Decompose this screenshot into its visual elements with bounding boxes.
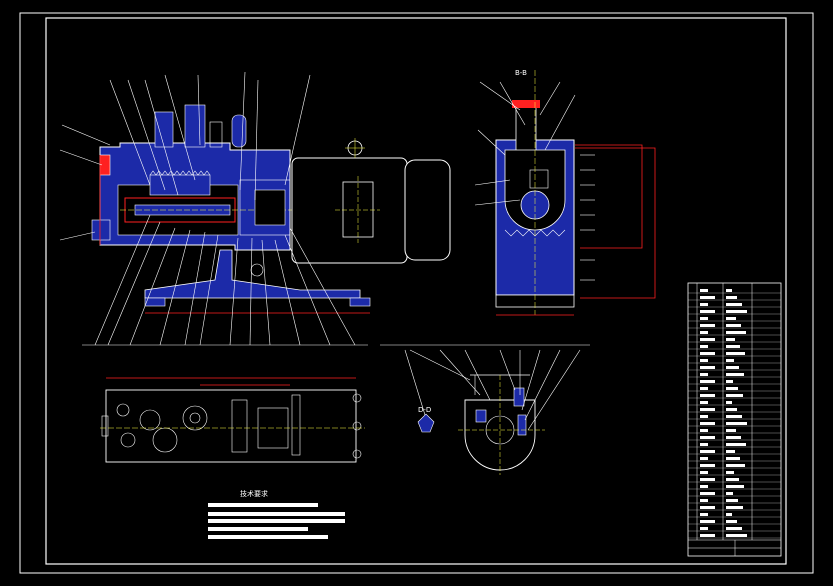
parts-row-mark: [700, 415, 708, 418]
parts-row-mark: [700, 520, 715, 523]
technical-notes: [208, 503, 345, 539]
parts-row-mark: [700, 478, 715, 481]
parts-row-mark: [700, 401, 708, 404]
parts-row-mark: [700, 436, 715, 439]
parts-row-mark: [726, 464, 745, 467]
notes-title: 技术要求: [240, 489, 268, 498]
detail-view-leaders: [380, 344, 590, 431]
parts-row-mark: [726, 373, 744, 376]
parts-row-mark: [700, 499, 708, 502]
front-view-leaders: [59, 71, 368, 346]
parts-row-mark: [700, 513, 708, 516]
parts-row-mark: [700, 289, 708, 292]
parts-row-mark: [700, 310, 715, 313]
detail-view: [458, 374, 545, 475]
parts-row-mark: [700, 387, 708, 390]
section-label: B-B: [515, 69, 527, 77]
parts-list: [687, 282, 782, 557]
parts-list-rows: [688, 289, 781, 539]
parts-row-mark: [726, 338, 735, 341]
front-view: [91, 104, 451, 314]
parts-row-mark: [700, 443, 708, 446]
parts-row-mark: [726, 506, 743, 509]
plan-view: [100, 377, 365, 463]
parts-row-mark: [700, 450, 715, 453]
parts-row-mark: [726, 366, 739, 369]
parts-row-mark: [726, 471, 734, 474]
parts-row-mark: [700, 324, 715, 327]
parts-row-mark: [700, 345, 708, 348]
parts-row-mark: [700, 422, 715, 425]
parts-row-mark: [726, 429, 736, 432]
inner-frame: [45, 17, 787, 565]
parts-row-mark: [726, 436, 741, 439]
parts-row-mark: [726, 443, 746, 446]
parts-row-mark: [700, 506, 715, 509]
parts-row-mark: [700, 457, 708, 460]
parts-row-mark: [726, 345, 740, 348]
parts-row-mark: [700, 331, 708, 334]
parts-row-mark: [700, 296, 715, 299]
parts-row-mark: [726, 478, 739, 481]
parts-row-mark: [700, 394, 715, 397]
parts-row-mark: [700, 471, 708, 474]
detail-small: [404, 349, 435, 433]
parts-row-mark: [726, 408, 737, 411]
parts-row-mark: [700, 352, 715, 355]
parts-row-mark: [700, 492, 715, 495]
parts-row-mark: [726, 457, 740, 460]
parts-row-mark: [726, 520, 737, 523]
parts-row-mark: [726, 485, 744, 488]
parts-row-mark: [726, 415, 742, 418]
parts-row-mark: [700, 527, 708, 530]
parts-row-mark: [726, 422, 747, 425]
parts-row-mark: [700, 534, 715, 537]
parts-row-mark: [726, 289, 732, 292]
parts-row-mark: [700, 408, 715, 411]
parts-row-mark: [700, 303, 708, 306]
parts-row-mark: [726, 317, 736, 320]
parts-row-mark: [726, 387, 738, 390]
parts-row-mark: [700, 464, 715, 467]
parts-row-mark: [700, 429, 708, 432]
parts-row-mark: [726, 352, 745, 355]
parts-row-mark: [726, 380, 733, 383]
detail-label-small: D-D: [418, 406, 431, 414]
parts-row-mark: [726, 492, 733, 495]
parts-row-mark: [726, 296, 737, 299]
parts-row-mark: [726, 394, 743, 397]
parts-row-mark: [726, 534, 747, 537]
parts-row-mark: [700, 380, 715, 383]
parts-row-mark: [700, 485, 708, 488]
parts-row-mark: [700, 373, 708, 376]
parts-row-mark: [726, 401, 732, 404]
parts-row-mark: [700, 366, 715, 369]
parts-row-mark: [726, 499, 738, 502]
parts-row-mark: [726, 450, 735, 453]
parts-row-mark: [726, 310, 747, 313]
side-view-leaders: [474, 81, 595, 281]
parts-row-mark: [700, 338, 715, 341]
parts-row-mark: [700, 317, 708, 320]
side-section-view: [495, 70, 656, 316]
parts-row-mark: [726, 324, 741, 327]
parts-row-mark: [726, 303, 742, 306]
parts-row-mark: [726, 527, 742, 530]
outer-frame: [19, 12, 814, 574]
parts-row-mark: [726, 359, 734, 362]
parts-row-mark: [726, 331, 746, 334]
parts-row-mark: [726, 513, 732, 516]
parts-row-mark: [700, 359, 708, 362]
